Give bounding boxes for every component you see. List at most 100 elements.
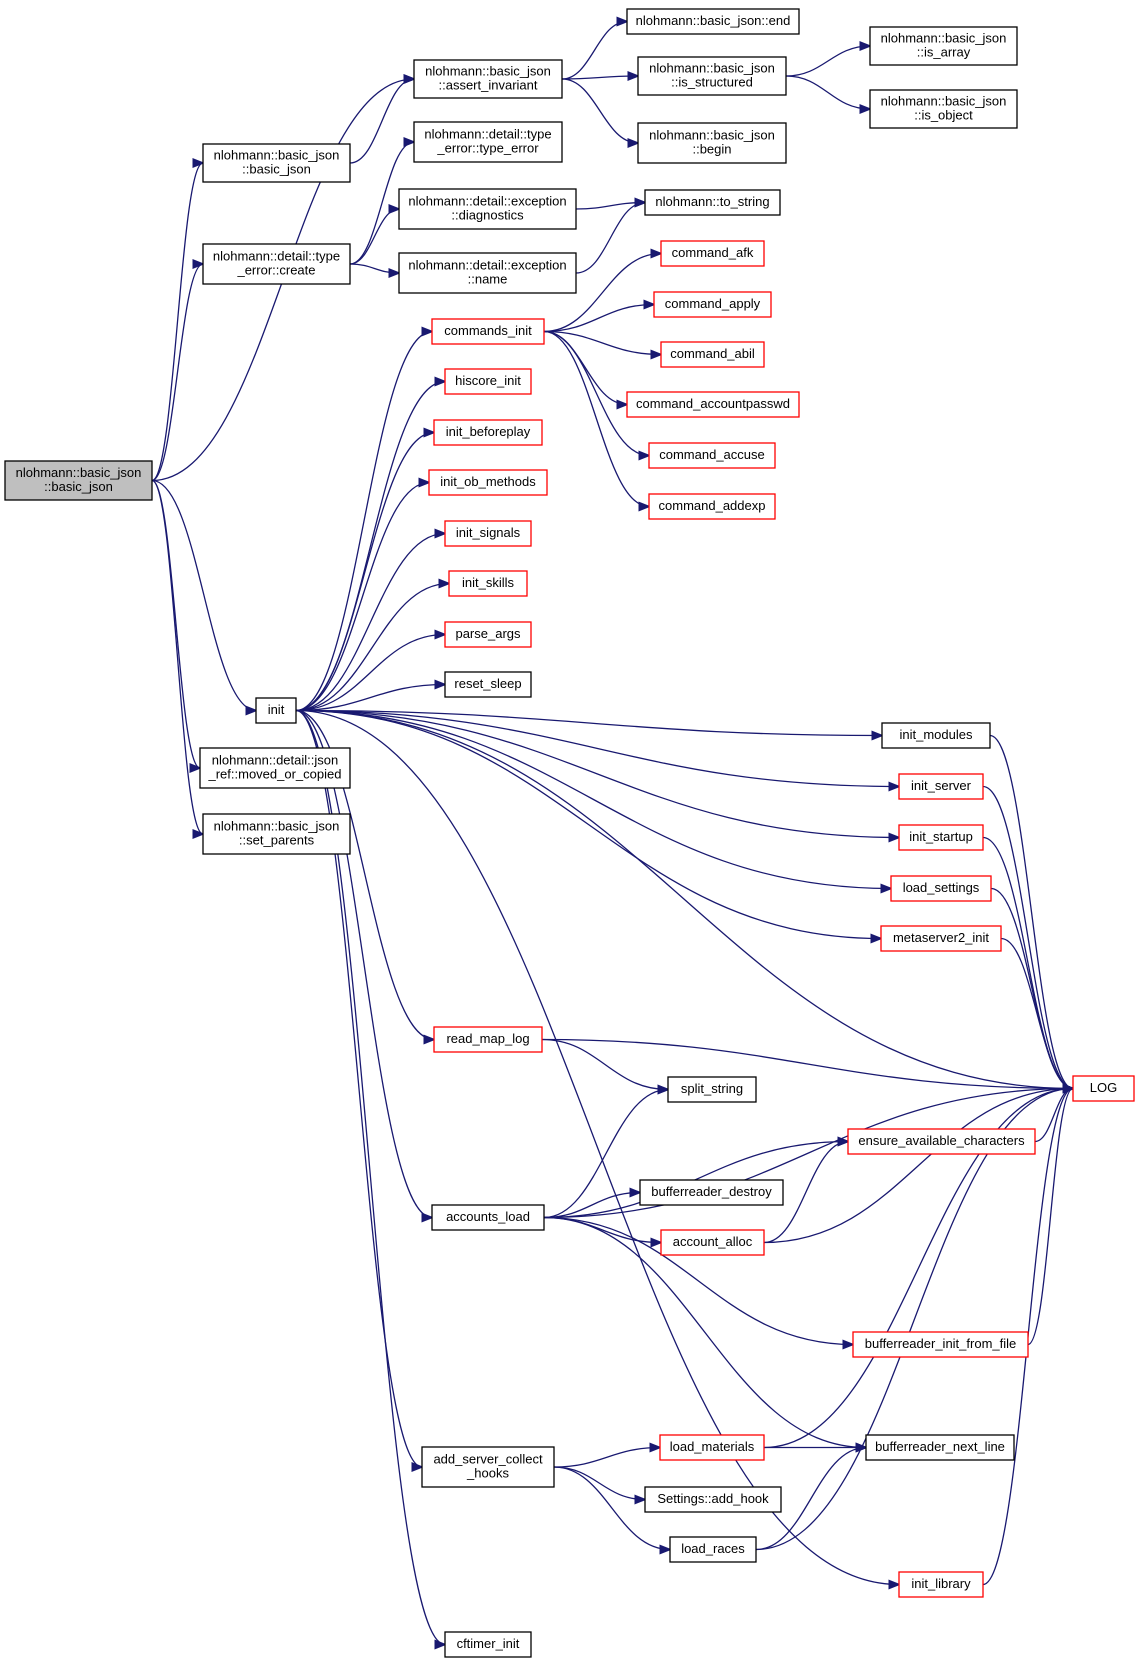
edge-path xyxy=(295,483,429,712)
node-command-accountpasswd[interactable]: command_accountpasswd xyxy=(626,391,800,418)
node-root[interactable]: nlohmann::basic_json::basic_json xyxy=(4,460,153,501)
node-end[interactable]: nlohmann::basic_json::end xyxy=(626,8,800,35)
node-read-map-log[interactable]: read_map_log xyxy=(433,1026,543,1053)
edge-path xyxy=(151,264,203,482)
node-label: init_ob_methods xyxy=(440,474,536,489)
node-account-alloc[interactable]: account_alloc xyxy=(660,1229,765,1256)
node-te-create[interactable]: nlohmann::detail::type_error::create xyxy=(202,243,351,285)
node-command-afk[interactable]: command_afk xyxy=(660,240,765,267)
edge-init-to-accounts_load xyxy=(295,709,432,1218)
node-command-apply[interactable]: command_apply xyxy=(653,291,772,318)
edge-path xyxy=(553,1466,645,1500)
node-label: _error::create xyxy=(236,262,315,277)
node-br-init-from-file[interactable]: bufferreader_init_from_file xyxy=(852,1331,1029,1358)
edge-path xyxy=(763,1089,1073,1244)
edge-read_map_log-to-LOG xyxy=(541,1038,1073,1089)
node-box xyxy=(428,469,548,496)
node-cftimer-init[interactable]: cftimer_init xyxy=(444,1631,532,1658)
node-is-array[interactable]: nlohmann::basic_json::is_array xyxy=(869,26,1018,66)
node-to-string[interactable]: nlohmann::to_string xyxy=(644,189,781,216)
node-label: command_afk xyxy=(672,245,754,260)
node-is-object[interactable]: nlohmann::basic_json::is_object xyxy=(869,89,1018,129)
node-commands-init[interactable]: commands_init xyxy=(431,318,545,345)
node-assert[interactable]: nlohmann::basic_json::assert_invariant xyxy=(413,59,563,99)
edge-is_structured-to-is_array xyxy=(785,46,870,77)
edge-path xyxy=(295,433,434,712)
node-LOG[interactable]: LOG xyxy=(1072,1075,1135,1102)
edge-init-to-reset_sleep xyxy=(295,685,445,712)
node-reset-sleep[interactable]: reset_sleep xyxy=(444,671,532,698)
edge-path xyxy=(543,330,661,355)
node-accounts-load[interactable]: accounts_load xyxy=(431,1204,545,1231)
node-is-structured[interactable]: nlohmann::basic_json::is_structured xyxy=(637,56,787,96)
node-add-hook[interactable]: Settings::add_hook xyxy=(644,1486,782,1513)
edge-path xyxy=(295,635,445,712)
node-br-destroy[interactable]: bufferreader_destroy xyxy=(639,1179,784,1206)
edge-path xyxy=(295,709,891,889)
node-label: nlohmann::detail::exception xyxy=(408,193,566,208)
node-ensure-avail[interactable]: ensure_available_characters xyxy=(847,1128,1036,1155)
edge-path xyxy=(543,1216,866,1448)
node-command-addexp[interactable]: command_addexp xyxy=(648,493,776,520)
node-command-accuse[interactable]: command_accuse xyxy=(648,442,776,469)
edge-path xyxy=(295,332,432,712)
edge-account_alloc-to-LOG xyxy=(763,1089,1073,1244)
node-box xyxy=(398,188,577,230)
node-init-startup[interactable]: init_startup xyxy=(898,824,984,851)
node-load-materials[interactable]: load_materials xyxy=(659,1434,765,1461)
node-box xyxy=(869,89,1018,129)
node-set-parents[interactable]: nlohmann::basic_json::set_parents xyxy=(202,813,351,855)
node-label: _hooks xyxy=(466,1465,509,1480)
node-box xyxy=(659,1434,765,1461)
node-split-string[interactable]: split_string xyxy=(667,1076,757,1103)
node-label: nlohmann::basic_json xyxy=(425,63,551,78)
edge-path xyxy=(561,76,638,79)
node-add-server-hooks[interactable]: add_server_collect_hooks xyxy=(421,1446,555,1488)
node-command-abil[interactable]: command_abil xyxy=(660,341,765,368)
node-init-library[interactable]: init_library xyxy=(898,1571,984,1598)
node-label: read_map_log xyxy=(446,1031,529,1046)
node-init-skills[interactable]: init_skills xyxy=(448,570,528,597)
node-box xyxy=(421,1446,555,1488)
node-hiscore-init[interactable]: hiscore_init xyxy=(444,368,532,395)
node-box xyxy=(431,318,545,345)
node-init-ob-methods[interactable]: init_ob_methods xyxy=(428,469,548,496)
edge-init-to-init_server xyxy=(295,709,899,787)
edge-path xyxy=(295,709,882,736)
edge-path xyxy=(295,709,432,1218)
node-label: bufferreader_destroy xyxy=(651,1184,772,1199)
node-te-te[interactable]: nlohmann::detail::type_error::type_error xyxy=(413,121,563,163)
node-label: accounts_load xyxy=(446,1209,530,1224)
node-bj2[interactable]: nlohmann::basic_json::basic_json xyxy=(202,143,351,183)
node-load-settings[interactable]: load_settings xyxy=(890,875,992,902)
node-box xyxy=(644,189,781,216)
node-metaserver2-init[interactable]: metaserver2_init xyxy=(880,925,1002,952)
node-label: split_string xyxy=(681,1081,743,1096)
node-init-server[interactable]: init_server xyxy=(898,773,984,800)
edge-path xyxy=(151,163,203,482)
node-box xyxy=(413,59,563,99)
node-box xyxy=(852,1331,1029,1358)
node-load-races[interactable]: load_races xyxy=(669,1536,757,1563)
node-br-next-line[interactable]: bufferreader_next_line xyxy=(865,1434,1015,1461)
node-box xyxy=(202,813,351,855)
node-parse-args[interactable]: parse_args xyxy=(444,621,532,648)
node-box xyxy=(444,520,532,547)
node-exname[interactable]: nlohmann::detail::exception::name xyxy=(398,252,577,294)
edge-init-to-init_library xyxy=(295,709,899,1585)
node-box xyxy=(637,122,787,164)
node-init-modules[interactable]: init_modules xyxy=(881,722,991,749)
node-init[interactable]: init xyxy=(255,697,297,724)
node-label: load_races xyxy=(681,1541,745,1556)
node-json-ref[interactable]: nlohmann::detail::json_ref::moved_or_cop… xyxy=(199,747,351,789)
node-label: init_beforeplay xyxy=(446,424,531,439)
node-diag[interactable]: nlohmann::detail::exception::diagnostics xyxy=(398,188,577,230)
node-init-signals[interactable]: init_signals xyxy=(444,520,532,547)
node-init-beforeplay[interactable]: init_beforeplay xyxy=(433,419,543,446)
node-box xyxy=(431,1204,545,1231)
node-begin[interactable]: nlohmann::basic_json::begin xyxy=(637,122,787,164)
edge-init-to-commands_init xyxy=(295,332,432,712)
edge-account_alloc-to-ensure_avail xyxy=(763,1142,848,1244)
edge-path xyxy=(543,330,649,507)
edge-path xyxy=(295,709,434,1040)
